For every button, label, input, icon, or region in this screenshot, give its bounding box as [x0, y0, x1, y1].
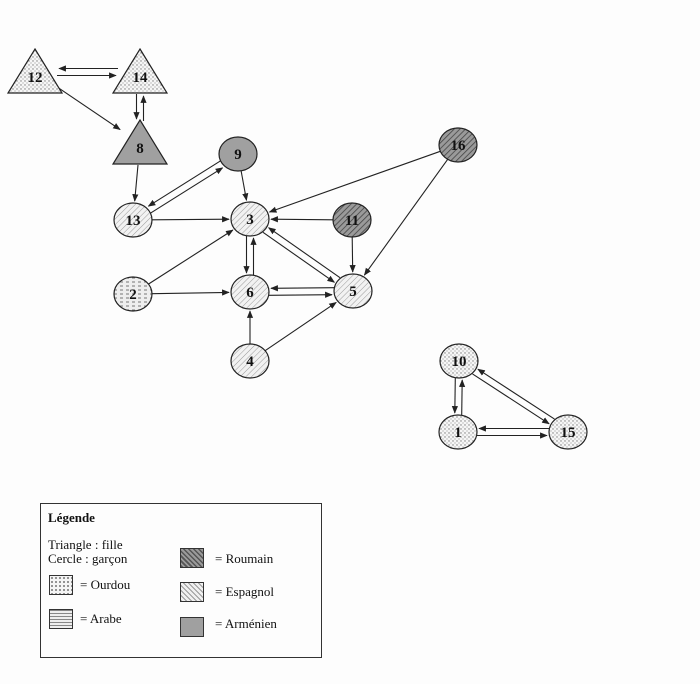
legend-title: Légende — [48, 510, 95, 525]
edge-11-to-5 — [349, 236, 356, 273]
node-8-label: 8 — [136, 141, 144, 157]
node-5: 5 — [333, 273, 373, 309]
edge-4-to-5 — [264, 301, 337, 352]
node-10: 10 — [439, 343, 479, 379]
node-4-circle — [230, 343, 270, 379]
node-10-circle — [439, 343, 479, 379]
edge-8-to-13 — [132, 164, 139, 202]
legend-swatch-arabe — [49, 609, 73, 629]
legend-label-ourdou: = Ourdou — [80, 577, 131, 592]
node-11-label: 11 — [345, 213, 359, 229]
legend-label-espagnol: = Espagnol — [215, 584, 274, 599]
edge-13-to-3 — [151, 216, 230, 223]
legend-box: Légende Triangle : fille Cercle : garçon… — [40, 503, 322, 658]
node-2: 2 — [113, 276, 153, 312]
edge-16-to-3 — [268, 150, 441, 213]
node-16: 16 — [438, 127, 478, 163]
node-12: 12 — [6, 47, 64, 94]
nodes-layer: 12 14 8 9 16 13 3 11 2 6 5 4 10 1 15 — [6, 47, 588, 450]
edge-9-to-13 — [147, 160, 221, 207]
node-5-circle — [333, 273, 373, 309]
legend-swatch-espagnol — [180, 582, 204, 602]
edge-1-to-10 — [459, 379, 466, 416]
node-11: 11 — [332, 202, 372, 238]
node-1-label: 1 — [454, 425, 462, 441]
node-14-triangle — [111, 47, 169, 94]
node-14-label: 14 — [133, 70, 149, 86]
node-3: 3 — [230, 201, 270, 237]
node-3-circle — [230, 201, 270, 237]
node-13-circle — [113, 202, 153, 238]
edges-layer — [52, 65, 555, 439]
edge-15-to-10 — [477, 368, 555, 420]
edge-10-to-15 — [472, 373, 550, 425]
node-12-label: 12 — [28, 70, 43, 86]
node-8: 8 — [111, 118, 169, 165]
node-9-label: 9 — [234, 147, 242, 163]
node-5-label: 5 — [349, 284, 357, 300]
legend-label-armenien: = Arménien — [215, 616, 277, 631]
legend-label-arabe: = Arabe — [80, 611, 122, 626]
edge-13-to-9 — [150, 167, 224, 214]
legend-swatch-ourdou — [49, 575, 73, 595]
node-2-circle — [113, 276, 153, 312]
node-15-circle — [548, 414, 588, 450]
node-2-label: 2 — [129, 287, 137, 303]
edge-9-to-3 — [240, 170, 249, 202]
node-4: 4 — [230, 343, 270, 379]
edge-3-to-5 — [262, 231, 336, 283]
node-14: 14 — [111, 47, 169, 94]
node-1: 1 — [438, 414, 478, 450]
edge-2-to-6 — [151, 289, 230, 296]
edge-6-to-5 — [268, 291, 333, 298]
node-16-label: 16 — [451, 138, 467, 154]
edge-10-to-1 — [451, 377, 458, 414]
node-9: 9 — [218, 136, 258, 172]
edge-2-to-3 — [148, 229, 234, 285]
node-12-triangle — [6, 47, 64, 94]
legend-swatch-armenien — [180, 617, 204, 637]
legend-swatch-roumain — [180, 548, 204, 568]
node-3-label: 3 — [246, 212, 254, 228]
legend-triangle-caption: Triangle : fille — [48, 537, 123, 552]
edge-5-to-6 — [270, 285, 335, 292]
node-11-circle — [332, 202, 372, 238]
edge-5-to-3 — [267, 227, 341, 279]
node-16-circle — [438, 127, 478, 163]
edge-11-to-3 — [270, 216, 334, 223]
node-4-label: 4 — [246, 354, 254, 370]
node-6-circle — [230, 274, 270, 310]
node-8-triangle — [111, 118, 169, 165]
node-15-label: 15 — [561, 425, 576, 441]
node-15: 15 — [548, 414, 588, 450]
node-13: 13 — [113, 202, 153, 238]
node-13-label: 13 — [126, 213, 141, 229]
node-1-circle — [438, 414, 478, 450]
legend-label-roumain: = Roumain — [215, 551, 274, 566]
edge-16-to-5 — [363, 158, 449, 276]
node-9-circle — [218, 136, 258, 172]
node-6: 6 — [230, 274, 270, 310]
legend-circle-caption: Cercle : garçon — [48, 551, 128, 566]
node-6-label: 6 — [246, 285, 254, 301]
edge-12-to-8 — [52, 83, 121, 131]
node-10-label: 10 — [452, 354, 467, 370]
